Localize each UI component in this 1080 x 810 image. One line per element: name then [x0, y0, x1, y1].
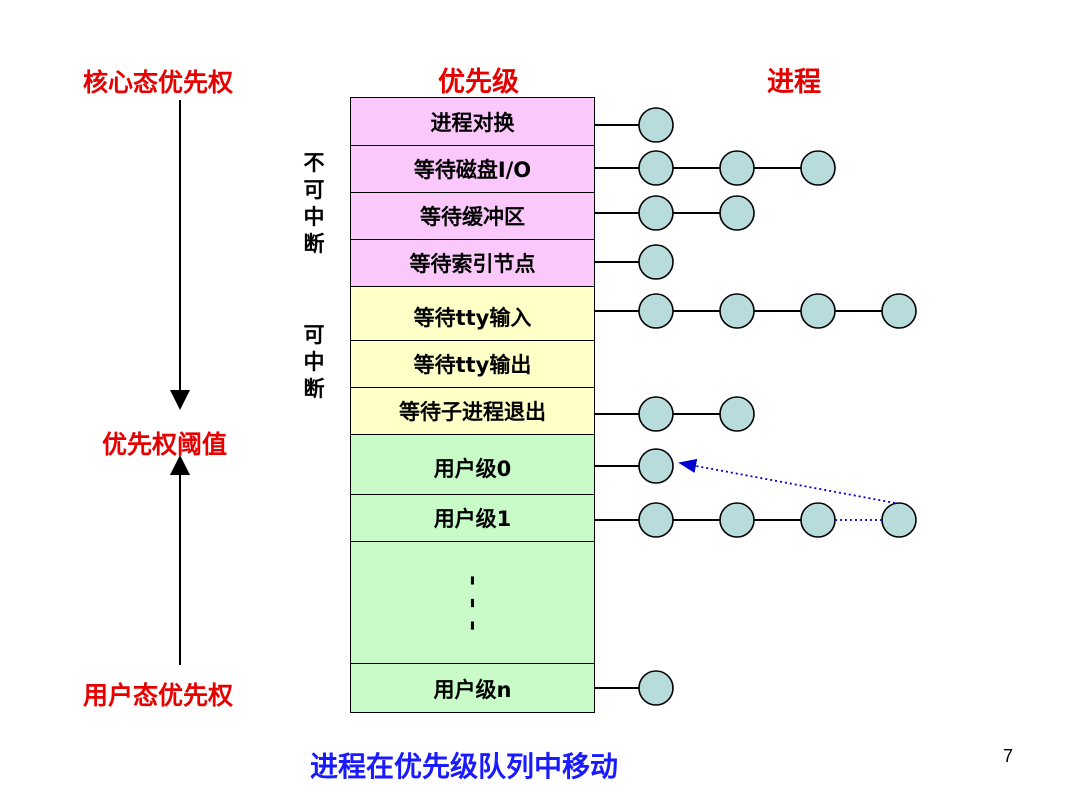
interruptible-char: 中 [303, 350, 325, 374]
process-node [638, 150, 674, 186]
interruptible-char: 可 [303, 323, 325, 347]
queue-row-user-1: 用户级1 [351, 495, 594, 542]
queue-label: 等待索引节点 [409, 252, 536, 276]
queue-row-tty-output: 等待tty输出 [351, 341, 594, 388]
queue-row-disk-io: 等待磁盘I/O [351, 146, 594, 193]
uninterruptible-char: 中 [303, 205, 325, 229]
queue-label: 等待tty输入 [413, 306, 532, 330]
move-arrow [678, 458, 896, 504]
priority-queue-table: 进程对换 等待磁盘I/O 等待缓冲区 等待索引节点 等待tty输入 等待tty输… [350, 97, 595, 713]
page-number: 7 [1003, 746, 1014, 766]
queue-row-buffer: 等待缓冲区 [351, 193, 594, 240]
process-node [638, 107, 674, 143]
process-node [800, 150, 836, 186]
queue-label: 用户级n [433, 678, 512, 702]
queue-label: 等待tty输出 [413, 353, 532, 377]
queue-label: 用户级0 [433, 456, 512, 481]
queue-row-user-n: 用户级n [351, 664, 594, 712]
queue-label: 等待子进程退出 [399, 400, 546, 424]
queue-row-tty-input: 等待tty输入 [351, 294, 594, 341]
process-node [638, 293, 674, 329]
uninterruptible-label: 不 可 中 断 [301, 150, 327, 258]
queue-row-user-0: 用户级0 [351, 441, 594, 495]
priority-threshold-label: 优先权阈值 [102, 430, 228, 459]
queue-ellipsis: ⋮ [457, 564, 488, 641]
process-node [881, 502, 917, 538]
uninterruptible-char: 不 [303, 151, 325, 175]
user-priority-label: 用户态优先权 [83, 681, 234, 710]
process-node [719, 150, 755, 186]
process-node [638, 195, 674, 231]
process-node [719, 195, 755, 231]
process-node [638, 448, 674, 484]
queue-row-inode: 等待索引节点 [351, 240, 594, 287]
process-node [719, 293, 755, 329]
queue-label: 进程对换 [430, 110, 515, 135]
process-node [881, 293, 917, 329]
uninterruptible-char: 断 [303, 232, 325, 256]
queue-row-swap: 进程对换 [351, 98, 594, 146]
queue-label: 用户级1 [433, 507, 512, 531]
kernel-priority-label: 核心态优先权 [83, 68, 234, 97]
process-node [638, 670, 674, 706]
process-node [719, 396, 755, 432]
queue-label: 等待磁盘I/O [413, 158, 532, 182]
queue-row-ellipsis: ⋮ [351, 542, 594, 664]
queue-row-child-exit: 等待子进程退出 [351, 388, 594, 435]
interruptible-char: 断 [303, 377, 325, 401]
interruptible-label: 可 中 断 [301, 322, 327, 403]
uninterruptible-char: 可 [303, 178, 325, 202]
process-node [638, 244, 674, 280]
process-chains [595, 107, 917, 706]
process-node [719, 502, 755, 538]
queue-label: 等待缓冲区 [420, 205, 525, 229]
process-node [638, 396, 674, 432]
process-node [800, 293, 836, 329]
priority-column-header: 优先级 [438, 67, 519, 98]
process-node [638, 502, 674, 538]
process-column-header: 进程 [767, 67, 821, 98]
process-node [800, 502, 836, 538]
figure-caption: 进程在优先级队列中移动 [310, 750, 619, 783]
